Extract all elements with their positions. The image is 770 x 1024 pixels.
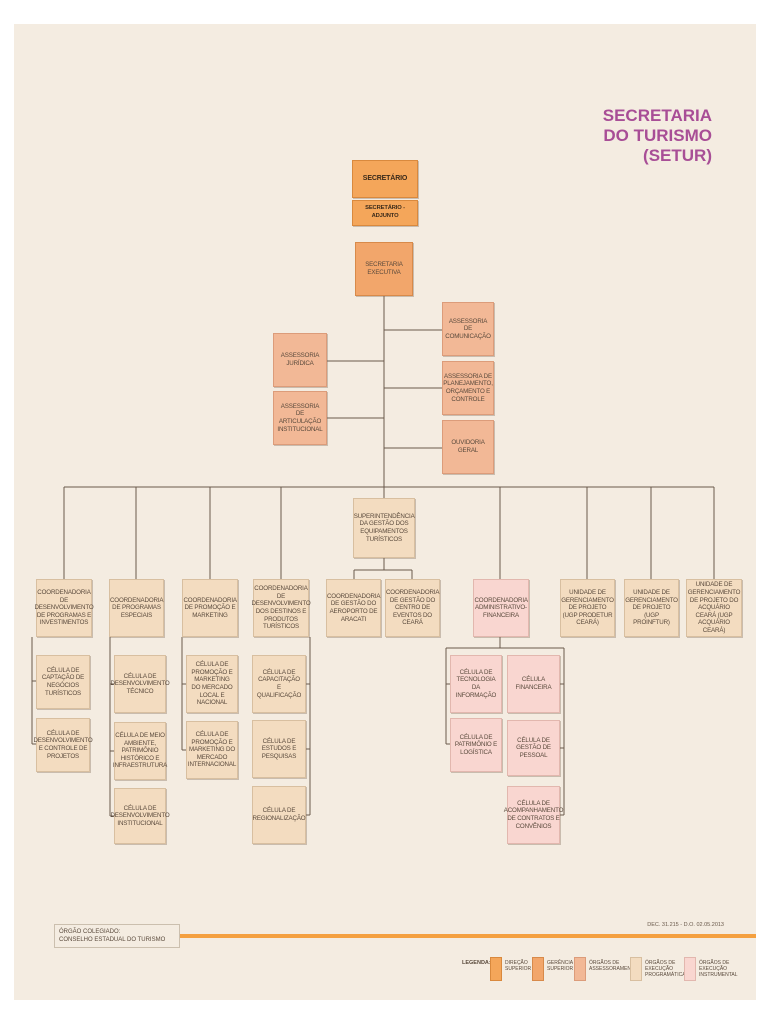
box-assessoria-planejamento: ASSESSORIA DE PLANEJAMENTO, ORÇAMENTO E … [442,361,494,415]
box-coord-programas-especiais: COORDENADORIA DE PROGRAMAS ESPECIAIS [109,579,164,637]
box-secretario-adjunto: SECRETÁRIO - ADJUNTO [352,200,418,226]
box-secretario: SECRETÁRIO [352,160,418,198]
legend-label-gerencia: GERÊNCIA SUPERIOR [547,960,574,972]
box-secretaria-executiva: SECRETARIA EXECUTIVA [355,242,413,296]
legend-swatch-direcao [490,957,502,981]
box-ugp-prodetur: UNIDADE DE GERENCIAMENTO DE PROJETO (UGP… [560,579,615,637]
legend-swatch-assessoramento [574,957,586,981]
footer-rule [54,934,756,938]
box-cel-desenvolvimento-institucional: CÉLULA DE DESENVOLVIMENTO INSTITUCIONAL [110,788,170,844]
legend-label-programatica: ÓRGÃOS DE EXECUÇÃO PROGRAMÁTICA [645,960,686,978]
box-cel-capacitacao: CÉLULA DE CAPACITAÇÃO E QUALIFICAÇÃO [252,655,306,713]
legend-label-assessoramento: ÓRGÃOS DE ASSESSORAMENTO [589,960,638,972]
box-ugp-proinftur: UNIDADE DE GERENCIAMENTO DE PROJETO (UGP… [624,579,679,637]
box-cel-patrimonio-logistica: CÉLULA DE PATRIMÔNIO E LOGÍSTICA [450,718,502,772]
box-cel-meio-ambiente: CÉLULA DE MEIO AMBIENTE, PATRIMÔNIO HIST… [113,722,167,780]
box-coord-administrativo-financeira: COORDENADORIA ADMINISTRATIVO-FINANCEIRA [473,579,529,637]
box-coord-centro-eventos: COORDENADORIA DE GESTÃO DO CENTRO DE EVE… [385,579,440,637]
box-cel-desenvolvimento-projetos: CÉLULA DE DESENVOLVIMENTO E CONTROLE DE … [33,718,93,772]
title-line-3: (SETUR) [643,146,712,165]
title-line-2: DO TURISMO [603,126,712,145]
legend-swatch-instrumental [684,957,696,981]
legend: LEGENDA: DIREÇÃO SUPERIOR GERÊNCIA SUPER… [462,956,742,986]
decree-reference: DEC. 31.215 - D.O. 02.05.2013 [647,922,724,928]
box-ouvidoria: OUVIDORIA GERAL [442,420,494,474]
box-assessoria-comunicacao: ASSESSORIA DE COMUNICAÇÃO [442,302,494,356]
box-ugp-acquario: UNIDADE DE GERENCIAMENTO DE PROJETO DO A… [686,579,742,637]
box-assessoria-articulacao: ASSESSORIA DE ARTICULAÇÃO INSTITUCIONAL [273,391,327,445]
box-cel-estudos: CÉLULA DE ESTUDOS E PESQUISAS [252,720,306,778]
colegiado-label: ÓRGÃO COLEGIADO: [59,929,121,935]
orgao-colegiado-box: ÓRGÃO COLEGIADO: CONSELHO ESTADUAL DO TU… [54,924,180,948]
page-title: SECRETARIA DO TURISMO (SETUR) [552,106,712,166]
box-assessoria-juridica: ASSESSORIA JURÍDICA [273,333,327,387]
box-cel-captacao: CÉLULA DE CAPTAÇÃO DE NEGÓCIOS TURÍSTICO… [36,655,90,709]
box-coord-destinos-produtos: COORDENADORIA DE DESENVOLVIMENTO DOS DES… [251,579,311,637]
legend-label-direcao: DIREÇÃO SUPERIOR [505,960,532,972]
colegiado-name: CONSELHO ESTADUAL DO TURISMO [59,937,166,943]
box-cel-promocao-internacional: CÉLULA DE PROMOÇÃO E MARKETING DO MERCAD… [186,721,238,779]
legend-label-instrumental: ÓRGÃOS DE EXECUÇÃO INSTRUMENTAL [699,960,738,978]
legend-swatch-programatica [630,957,642,981]
box-coord-promocao-marketing: COORDENADORIA DE PROMOÇÃO E MARKETING [182,579,238,637]
box-coord-programas-investimentos: COORDENADORIA DE DESENVOLVIMENTO DE PROG… [34,579,94,637]
legend-title: LEGENDA: [462,960,491,966]
box-cel-regionalizacao: CÉLULA DE REGIONALIZAÇÃO [252,786,306,844]
box-cel-desenvolvimento-tecnico: CÉLULA DE DESENVOLVIMENTO TÉCNICO [110,655,170,713]
box-superintendencia: SUPERINTENDÊNCIA DA GESTÃO DOS EQUIPAMEN… [353,498,415,558]
box-cel-gestao-pessoal: CÉLULA DE GESTÃO DE PESSOAL [507,720,560,776]
box-coord-aeroporto: COORDENADORIA DE GESTÃO DO AEROPORTO DE … [326,579,381,637]
box-cel-contratos-convenios: CÉLULA DE ACOMPANHAMENTO DE CONTRATOS E … [504,786,563,844]
legend-swatch-gerencia [532,957,544,981]
box-cel-promocao-local: CÉLULA DE PROMOÇÃO E MARKETING DO MERCAD… [186,655,238,713]
box-cel-tecnologia-informacao: CÉLULA DE TECNOLOGIA DA INFORMAÇÃO [450,655,502,713]
title-line-1: SECRETARIA [602,106,712,125]
box-cel-financeira: CÉLULA FINANCEIRA [507,655,560,713]
